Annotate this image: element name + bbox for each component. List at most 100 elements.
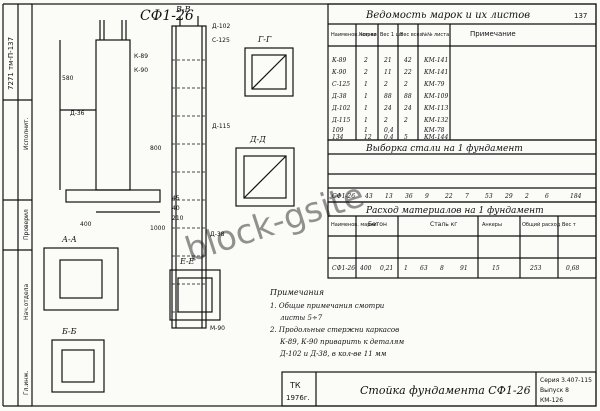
- section-ee-label: Е-Е: [179, 257, 195, 266]
- rashod-val-mark: СФ1-26: [332, 265, 355, 272]
- rashod-val-8: 253: [529, 265, 542, 272]
- rashod-table: [327, 201, 597, 279]
- row-3-mark: С-125: [332, 81, 350, 88]
- rashod-val-1: 400: [359, 265, 372, 272]
- label-d38: Д-38: [210, 231, 225, 238]
- row-8-mark: 134: [332, 134, 344, 141]
- label-c125: С-125: [212, 37, 230, 44]
- rashod-header-steel: Сталь кг: [430, 221, 457, 228]
- row-2-sheet: КМ-141: [423, 69, 448, 76]
- vyborka-val-7: 53: [485, 193, 493, 200]
- vedomost-header-w1: Вес 1 шт: [380, 32, 403, 38]
- rashod-title: Расход материалов на 1 фундамент: [365, 206, 544, 216]
- rashod-header-anchors: Анкеры: [482, 222, 502, 228]
- row-2-mark: К-90: [331, 69, 346, 76]
- label-d102: Д-102: [212, 23, 230, 30]
- notes-line-4: К-89, К-90 приварить к деталям: [279, 338, 404, 346]
- section-bb-label: Б-Б: [61, 327, 77, 336]
- row-1-sheet: КМ-141: [423, 57, 448, 64]
- row-6-wall: 2: [403, 117, 408, 124]
- vyborka-val-10: 6: [545, 193, 549, 200]
- drawing-title: СФ1-26: [140, 8, 194, 24]
- row-4-qty: 1: [364, 93, 368, 100]
- row-8-sheet: КМ-144: [423, 134, 448, 141]
- footing-base: [65, 189, 161, 203]
- stamp-year: 1976г.: [286, 394, 310, 402]
- row-7-qty: 1: [364, 127, 368, 134]
- dim-210: 210: [172, 215, 184, 222]
- row-1-qty: 2: [363, 57, 368, 64]
- vedomost-header-mark: Наименов. марки: [331, 32, 377, 38]
- rashod-header-concrete: Бетон: [368, 221, 387, 228]
- label-d36: Д-36: [70, 110, 85, 117]
- row-2-wall: 22: [403, 69, 412, 76]
- section-gg-label: Г-Г: [257, 35, 272, 44]
- row-3-qty: 1: [364, 81, 368, 88]
- section-dd-label: Д-Д: [249, 135, 266, 144]
- label-d115: Д-115: [212, 123, 230, 130]
- row-5-wall: 24: [403, 105, 412, 112]
- dim-580: 580: [62, 75, 74, 82]
- section-bb-outline: [51, 339, 105, 393]
- row-4-w1: 88: [384, 93, 392, 100]
- strip-col-4: Гл.инж.: [23, 370, 30, 395]
- page-number: 137: [574, 12, 587, 20]
- vyborka-val-4: 9: [425, 193, 429, 200]
- dim-400: 400: [80, 221, 92, 228]
- row-2-qty: 2: [363, 69, 368, 76]
- series-label: Серия 3.407-115: [540, 377, 592, 384]
- row-5-mark: Д-102: [331, 105, 351, 112]
- stamp-tk: ТК: [289, 381, 301, 390]
- vyborka-val-9: 2: [524, 193, 529, 200]
- vyborka-val-8: 29: [504, 193, 513, 200]
- vyborka-val-6: 7: [465, 193, 469, 200]
- rashod-header-mark: Наименов. марки: [331, 222, 377, 228]
- row-2-w1: 11: [384, 69, 392, 76]
- vyborka-val-3: 36: [405, 193, 413, 200]
- label-k89: К-89: [134, 53, 148, 60]
- vyborka-val-11: 184: [570, 193, 582, 200]
- sheet-code: КМ-126: [540, 397, 563, 404]
- row-8-wall: 5: [404, 134, 408, 141]
- row-5-sheet: КМ-113: [423, 105, 448, 112]
- vedomost-title: Ведомость марок и их листов: [365, 10, 530, 21]
- dim-45: 45: [172, 195, 180, 202]
- row-7-mark: 109: [332, 127, 344, 134]
- label-k90: К-90: [134, 67, 148, 74]
- notes-line-2: листы 5÷7: [280, 314, 323, 322]
- footer-title: Стойка фундамента СФ1-26: [360, 384, 531, 397]
- row-4-wall: 88: [404, 93, 412, 100]
- title-block: [281, 371, 597, 407]
- strip-col-2: Проверил: [23, 209, 30, 240]
- rashod-val-3: 1: [404, 265, 408, 272]
- row-7-sheet: КМ-78: [423, 127, 445, 134]
- vyborka-row-label: СФ1-26: [332, 193, 355, 200]
- row-4-sheet: КМ-109: [423, 93, 448, 100]
- section-vv-label: В-В: [175, 5, 191, 14]
- row-8-qty: 12: [364, 134, 372, 141]
- row-4-mark: Д-38: [331, 93, 347, 100]
- row-6-mark: Д-115: [331, 117, 351, 124]
- vedomost-header-qty: Кол-во: [359, 32, 377, 38]
- rashod-val-9: 0,68: [566, 265, 580, 272]
- row-6-qty: 1: [364, 117, 368, 124]
- rashod-header-total: Общий расход: [522, 221, 561, 228]
- row-1-wall: 42: [403, 57, 412, 64]
- row-1-w1: 21: [383, 57, 392, 64]
- vedomost-header-note: Примечание: [470, 30, 516, 38]
- section-ee-outline: [169, 269, 221, 321]
- vyborka-val-5: 22: [444, 193, 453, 200]
- row-6-sheet: КМ-132: [423, 117, 448, 124]
- rashod-val-2: 0,21: [380, 265, 393, 272]
- section-aa-label: А-А: [61, 235, 77, 244]
- section-aa-outline: [43, 247, 119, 311]
- vedomost-header-sheet: №№ листа: [422, 32, 449, 38]
- rashod-val-4: 63: [420, 265, 428, 272]
- notes-line-1: 1. Общие примечания смотри: [270, 302, 385, 310]
- series-issue: Выпуск 8: [540, 387, 569, 394]
- strip-sheet-label: 7271 тм-П-137: [7, 37, 15, 90]
- reinforcement-cage: [171, 25, 207, 329]
- row-3-wall: 2: [403, 81, 408, 88]
